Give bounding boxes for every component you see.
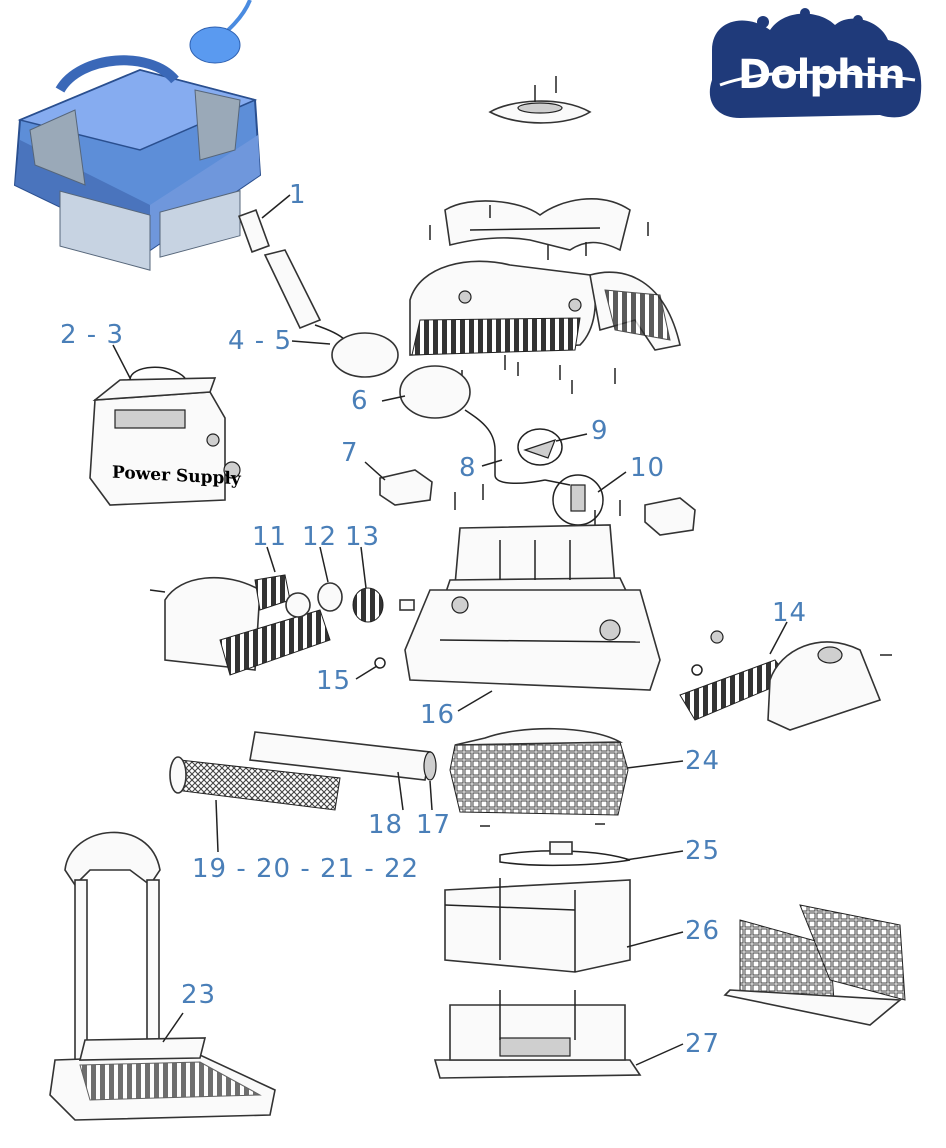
callout-16: 16 (420, 700, 456, 730)
right-side-plate-part (679, 630, 892, 731)
callout-25: 25 (685, 836, 721, 866)
callout-4-5: 4 - 5 (228, 326, 292, 356)
top-cap-part (488, 76, 592, 124)
callout-2-3: 2 - 3 (60, 320, 124, 350)
caddy-cart-part (49, 831, 276, 1121)
callout-10: 10 (630, 453, 666, 483)
callout-13: 13 (345, 522, 381, 552)
callout-1: 1 (289, 180, 307, 210)
dolphin-logo (709, 8, 922, 118)
filter-frame-part (444, 878, 631, 973)
float-parts (331, 332, 571, 486)
motor-body-part (404, 524, 661, 691)
callout-6: 6 (351, 386, 369, 416)
callout-27: 27 (685, 1029, 721, 1059)
callout-26: 26 (685, 916, 721, 946)
callout-8: 8 (459, 453, 477, 483)
callout-17: 17 (416, 810, 452, 840)
robot-cleaner-illustration (13, 0, 262, 271)
callout-11: 11 (252, 522, 288, 552)
callout-23: 23 (181, 980, 217, 1010)
brush-parts (169, 731, 437, 811)
callout-19-22: 19 - 20 - 21 - 22 (192, 854, 420, 884)
callout-9: 9 (591, 416, 609, 446)
filter-base-part (433, 990, 642, 1079)
leader-lines (112, 194, 788, 1066)
callout-18: 18 (368, 810, 404, 840)
brand-logo-text: Dolphin (738, 52, 906, 98)
callout-12: 12 (302, 522, 338, 552)
callout-24: 24 (685, 746, 721, 776)
left-side-plate-part (149, 574, 415, 676)
callout-15: 15 (316, 666, 352, 696)
clip-part-7 (379, 469, 696, 536)
handle-part (429, 198, 649, 260)
swivel-cable-part (238, 209, 346, 341)
callout-7: 7 (341, 438, 359, 468)
fine-filter-panels (723, 904, 906, 1026)
filter-basket-part (449, 727, 629, 827)
top-cover-part (409, 260, 681, 394)
callout-14: 14 (772, 598, 808, 628)
power-supply-part (89, 366, 241, 506)
filter-clip-part (499, 841, 631, 867)
